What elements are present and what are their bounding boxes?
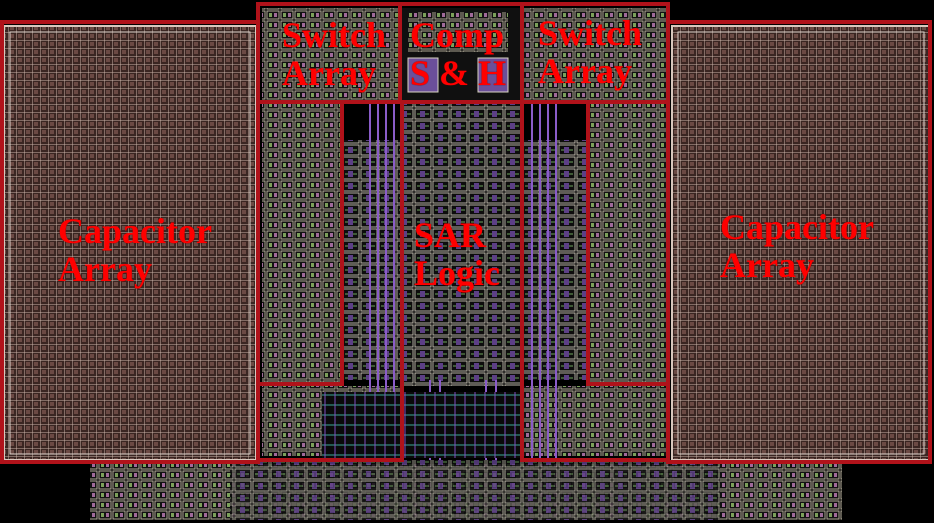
label-line: Array [58,249,152,289]
label-line: Comp [410,15,505,55]
bottom-logic-row [230,460,720,520]
capacitor-array-left [3,25,257,461]
label-capacitor-array-left: Capacitor Array [58,212,212,288]
label-line: Capacitor [58,211,212,251]
label-capacitor-array-right: Capacitor Array [720,208,874,284]
label-sar-logic: SAR Logic [414,216,500,292]
label-switch-array-right: Switch Array [538,14,642,90]
label-switch-array-left: Switch Array [282,16,386,92]
label-comp-sh: Comp S & H [410,16,506,92]
switch-column-right [522,104,670,456]
switch-array-right-cells [524,8,666,100]
label-line: S & H [410,53,507,93]
label-line: Array [282,53,376,93]
outline-capacitor-right [666,20,932,464]
label-line: SAR [414,215,487,255]
label-line: Array [720,245,814,285]
outline-switch-col-left [256,102,404,462]
outline-capacitor-left [0,20,260,464]
label-line: Switch [282,15,387,55]
outline-switch-col-right [520,102,670,462]
label-line: Capacitor [720,207,874,247]
label-line: Logic [414,253,500,293]
capacitor-array-right [671,25,931,461]
label-line: Switch [538,13,643,53]
outline-comp-sh [398,2,524,104]
region-outlines [0,2,932,464]
label-line: Array [538,51,632,91]
switch-array-left-cells [262,8,400,100]
comparator-sh-cells [402,8,522,100]
bottom-routing [322,392,522,458]
logic-left-strip [344,140,402,380]
sar-logic-cells [404,104,522,386]
